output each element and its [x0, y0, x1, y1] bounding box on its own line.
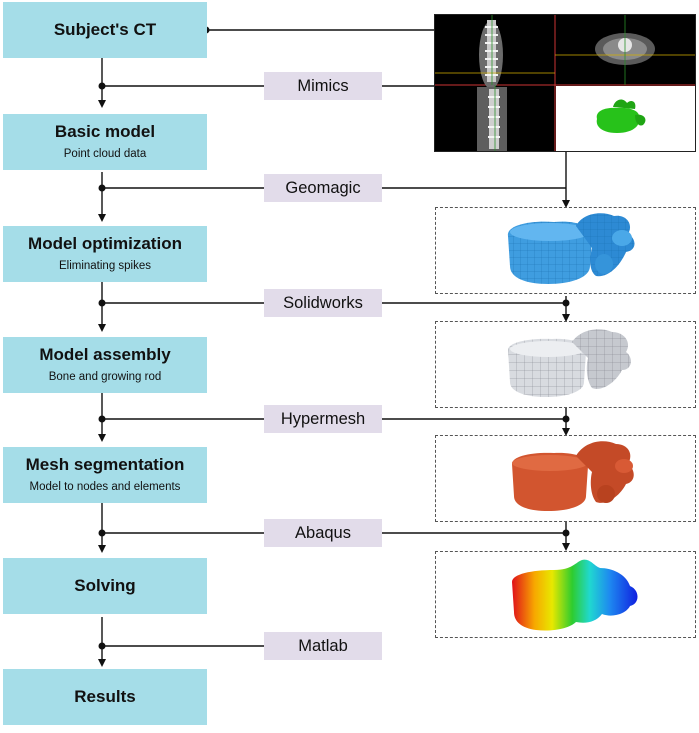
step-title: Model optimization [28, 234, 182, 253]
blue-vertebra-panel [435, 207, 696, 294]
blue-vertebra-image [507, 213, 635, 284]
tool-mimics: Mimics [264, 72, 382, 100]
step-subjects-ct: Subject's CT [3, 2, 207, 58]
fea-contour-panel [435, 551, 696, 638]
tool-solidworks: Solidworks [264, 289, 382, 317]
ct-scan-image [434, 14, 696, 152]
tool-hypermesh: Hypermesh [264, 405, 382, 433]
tool-matlab: Matlab [264, 632, 382, 660]
ct-scan-graphic [435, 15, 695, 151]
step-title: Model assembly [39, 345, 171, 364]
step-results: Results [3, 669, 207, 725]
step-title: Subject's CT [53, 20, 157, 39]
step-title: Mesh segmentation [25, 455, 185, 474]
step-title: Results [74, 687, 136, 706]
step-title: Basic model [54, 122, 156, 141]
fea-contour-vertebra-image [512, 559, 638, 631]
step-subtitle: Bone and growing rod [48, 371, 162, 383]
step-model-assembly: Model assembly Bone and growing rod [3, 337, 207, 393]
tool-abaqus: Abaqus [264, 519, 382, 547]
step-subtitle: Model to nodes and elements [29, 481, 181, 493]
orange-mesh-vertebra-image [512, 441, 634, 511]
tool-geomagic: Geomagic [264, 174, 382, 202]
step-subtitle: Point cloud data [63, 148, 147, 160]
step-solving: Solving [3, 558, 207, 614]
step-model-optimization: Model optimization Eliminating spikes [3, 226, 207, 282]
orange-vertebra-panel [435, 435, 696, 522]
step-basic-model: Basic model Point cloud data [3, 114, 207, 170]
step-mesh-segmentation: Mesh segmentation Model to nodes and ele… [3, 447, 207, 503]
step-title: Solving [74, 576, 136, 595]
step-subtitle: Eliminating spikes [58, 260, 152, 272]
white-vertebra-panel [435, 321, 696, 408]
white-vertebra-image [508, 329, 631, 397]
